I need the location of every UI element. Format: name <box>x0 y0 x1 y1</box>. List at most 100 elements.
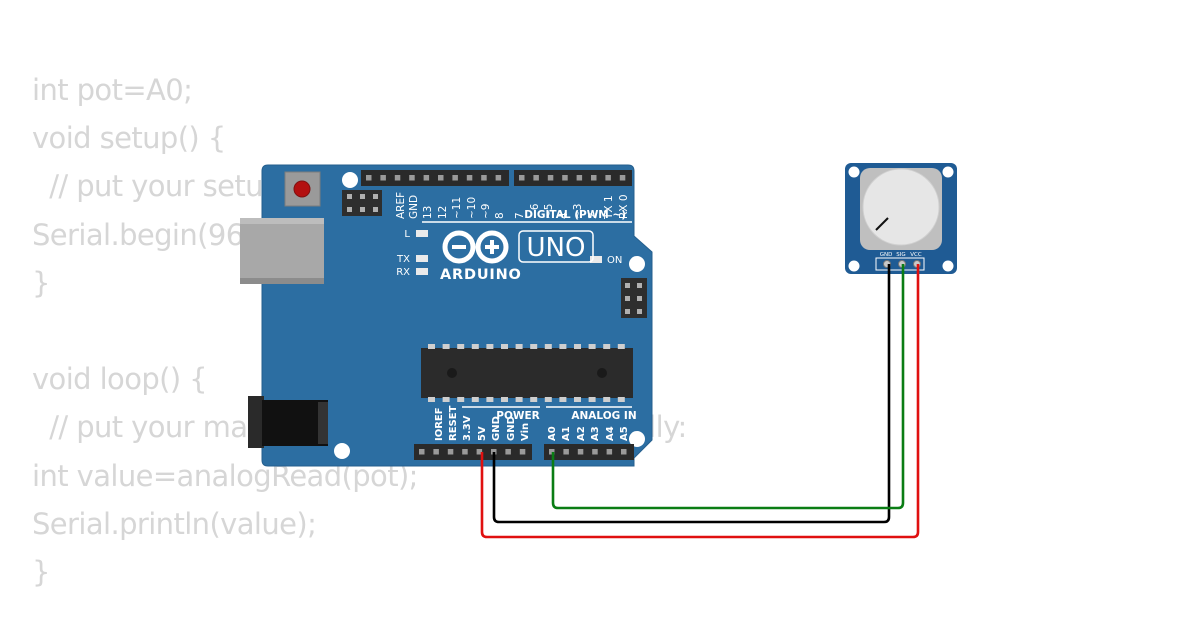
digital-pin-label: 7 <box>514 212 526 219</box>
led-on: ON <box>590 255 622 266</box>
pin-hole <box>505 449 511 455</box>
analog-header <box>544 444 634 460</box>
analog-pin-label: A2 <box>576 426 587 441</box>
led-l-label: L <box>404 229 410 240</box>
potentiometer-module[interactable]: GND SIG VCC <box>845 163 957 274</box>
atmega-chip <box>421 344 633 402</box>
arduino-logo-icon <box>442 230 509 264</box>
dc-power-jack <box>248 396 328 448</box>
pin-hole <box>533 175 539 181</box>
pin-hole <box>519 449 526 455</box>
digital-pin-label: 12 <box>437 206 449 219</box>
chip-leg <box>544 397 552 402</box>
chip-leg <box>530 344 538 349</box>
icsp-header <box>342 190 382 216</box>
pin-hole <box>481 175 487 181</box>
code-line: } <box>32 265 50 300</box>
chip-leg <box>486 397 494 402</box>
pin-hole <box>394 175 401 181</box>
code-line: Serial.println(value); <box>32 506 317 541</box>
code-line: void setup() { <box>32 121 226 156</box>
chip-leg <box>457 397 465 402</box>
pot-pin-gnd-label: GND <box>880 252 893 258</box>
pin-hole <box>563 449 569 455</box>
digital-pin-label: ~3 <box>572 204 584 219</box>
digital-pin-label: 4 <box>558 212 570 219</box>
mounting-hole <box>342 172 358 188</box>
pin-hole <box>519 175 525 181</box>
chip-leg <box>559 397 567 402</box>
pin-hole <box>495 175 502 181</box>
pin-hole <box>547 175 554 181</box>
pin-hole <box>577 449 584 455</box>
analog-pin-label: A5 <box>619 426 630 441</box>
chip-leg <box>471 344 479 349</box>
digital-pin-label: GND <box>408 195 420 219</box>
chip-leg <box>588 344 596 349</box>
pin-hole <box>447 449 454 455</box>
wire-signal-a0[interactable] <box>551 264 905 510</box>
power-pin-label: GND <box>491 416 502 441</box>
pin-hole <box>366 175 372 181</box>
mounting-hole <box>629 256 645 272</box>
digital-pin-label: ~10 <box>466 197 478 219</box>
pin-hole <box>621 449 627 455</box>
reset-button[interactable] <box>284 171 321 207</box>
pin-hole <box>380 175 386 181</box>
digital-pin-label: 13 <box>422 206 434 219</box>
mounting-hole <box>334 443 350 459</box>
power-pin-label: Vin <box>520 423 531 441</box>
pot-knob[interactable] <box>862 168 940 246</box>
pin-hole <box>452 175 458 181</box>
digital-header-right <box>514 170 632 186</box>
digital-pin-label: AREF <box>395 192 407 219</box>
digital-header-left <box>361 170 509 186</box>
pin-hole <box>462 449 468 455</box>
digital-header-title: DIGITAL (PWM ~) <box>524 209 626 221</box>
icsp2-header <box>621 278 647 318</box>
digital-pin-label: ~9 <box>480 204 492 219</box>
chip-leg <box>515 344 523 349</box>
pin-hole <box>549 449 555 455</box>
digital-pin-label: RX 0 <box>618 194 630 219</box>
pot-pin-sig-label: SIG <box>896 252 905 258</box>
pin-label-box <box>875 257 925 271</box>
mounting-hole <box>629 431 645 447</box>
mounting-hole <box>848 260 860 272</box>
usb-port <box>240 218 324 284</box>
pin-hole <box>423 175 430 181</box>
chip-leg <box>588 397 596 402</box>
analog-pin-label: A4 <box>605 426 616 441</box>
analog-header-title: ANALOG IN <box>571 410 636 422</box>
chip-leg <box>442 397 450 402</box>
power-pin-label: 5V <box>477 426 488 441</box>
chip-leg <box>530 397 538 402</box>
wire-vcc-5v[interactable] <box>480 264 920 539</box>
code-line: int pot=A0; <box>32 73 193 107</box>
chip-leg <box>515 397 523 402</box>
digital-pin-label: 8 <box>494 212 506 219</box>
uno-model: UNO <box>527 233 586 263</box>
led-tx: TX <box>396 254 428 265</box>
pin-hole <box>605 175 611 181</box>
power-header <box>414 444 532 460</box>
chip-leg <box>559 344 567 349</box>
wire-gnd[interactable] <box>492 264 891 524</box>
pin-hole <box>606 449 613 455</box>
chip-leg <box>471 397 479 402</box>
analog-pin-label: A0 <box>547 426 558 441</box>
pin-hole <box>591 175 597 181</box>
digital-pin-label: TX 1 <box>603 195 615 220</box>
chip-leg <box>603 397 611 402</box>
code-line: } <box>32 554 50 589</box>
power-pin-label: IOREF <box>434 407 445 441</box>
pin-hole <box>466 175 473 181</box>
pin-hole <box>409 175 415 181</box>
pin-hole <box>592 449 598 455</box>
knob-indicator <box>875 217 889 231</box>
arduino-brand: ARDUINO <box>440 267 522 283</box>
